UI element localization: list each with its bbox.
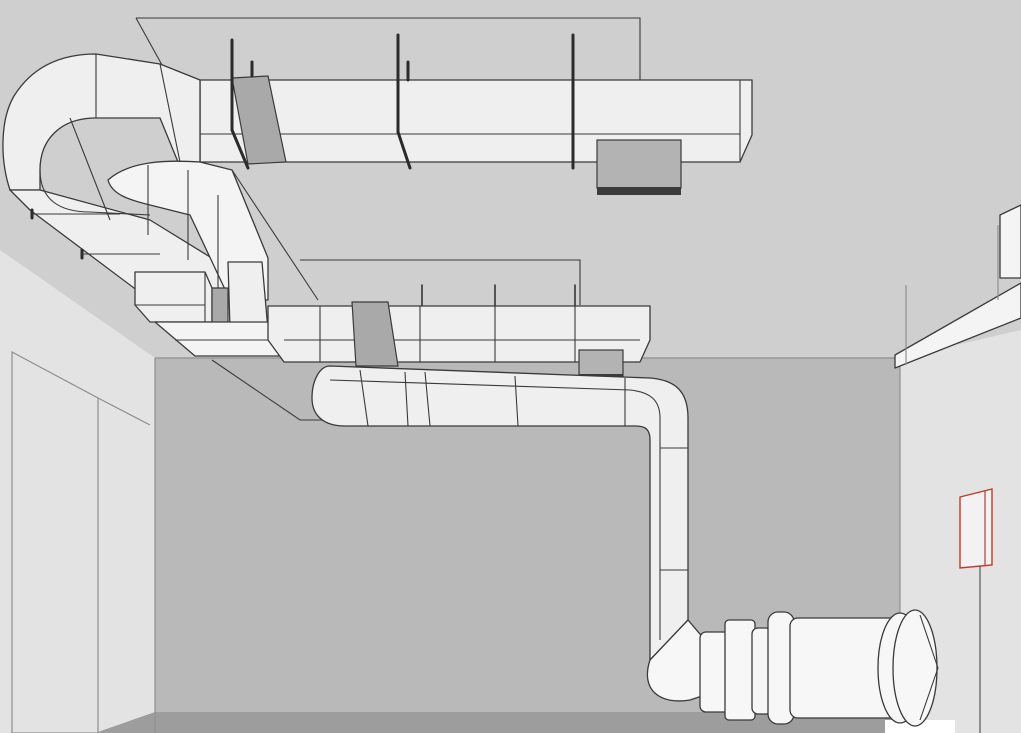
lower-air-unit: [578, 349, 624, 377]
left-wall-door-outline: [11, 350, 99, 733]
upper-air-unit: [596, 139, 682, 195]
ceiling-light: [894, 204, 1021, 369]
floor-strip: [95, 712, 900, 733]
axial-fan: [646, 609, 939, 727]
wall-control-panel: [959, 488, 993, 733]
round-duct: [311, 365, 689, 661]
left-wall: [0, 250, 155, 733]
lower-damper: [351, 301, 399, 367]
branch-boxes: [134, 261, 291, 357]
upper-damper: [231, 75, 287, 165]
door-top-line: [97, 397, 151, 426]
